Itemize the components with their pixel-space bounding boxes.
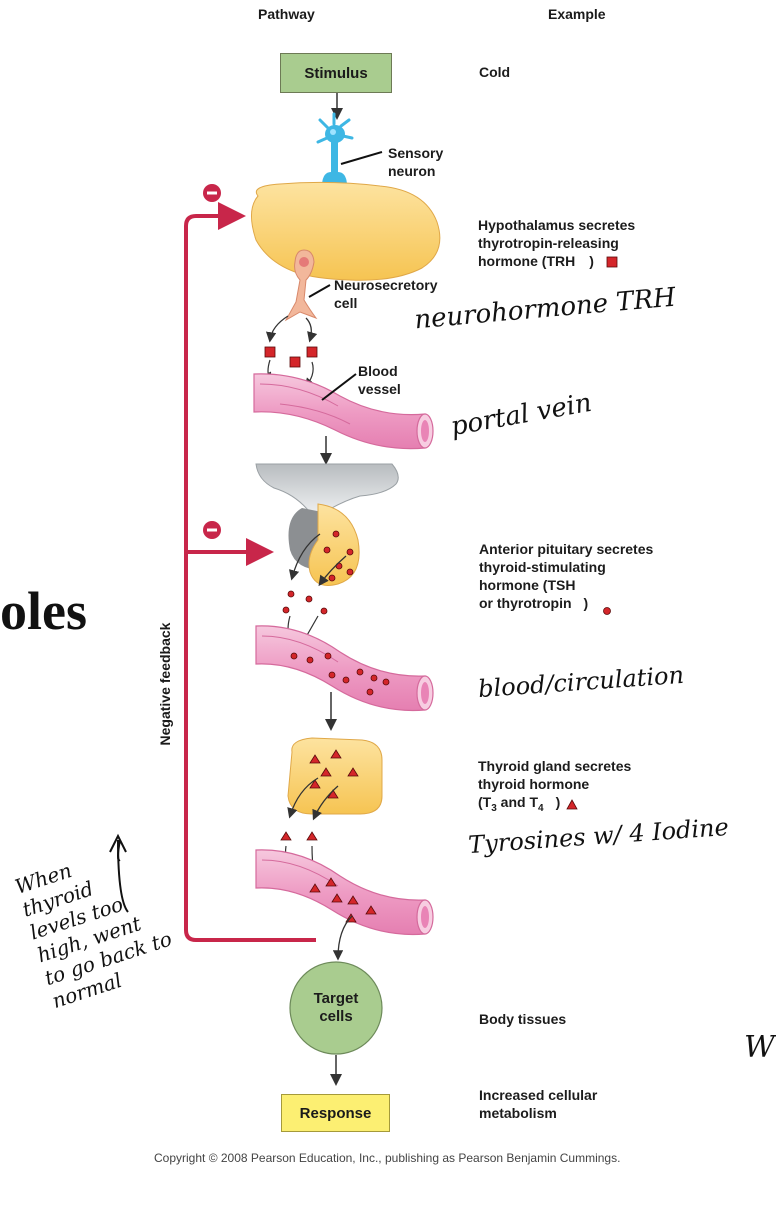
stimulus-box: Stimulus (280, 53, 392, 93)
response-box: Response (281, 1094, 390, 1132)
negative-feedback-path (184, 202, 316, 942)
thyroid-gland (287, 737, 383, 815)
tsh-particles-released (282, 590, 328, 615)
tsh-particles-in-gland (323, 530, 354, 582)
t4-particles-released (280, 831, 318, 841)
arrow-vessel-to-target (332, 915, 353, 961)
example-body-tissues: Body tissues (479, 1011, 567, 1027)
pituitary (255, 463, 399, 586)
minus-sign-middle (203, 521, 221, 539)
background-slide-text: oles (0, 581, 87, 641)
sensory-neuron (316, 112, 354, 184)
blood-vessel-label: Blood vessel (358, 363, 401, 397)
copyright-notice: Copyright © 2008 Pearson Education, Inc.… (154, 1151, 621, 1165)
sensory-neuron-label: Sensory neuron (388, 145, 444, 179)
blood-vessel-3 (255, 849, 434, 936)
example-pituitary: Anterior pituitary secretes thyroid-stim… (479, 541, 654, 611)
hypothalamus (251, 181, 441, 281)
example-response: Increased cellular metabolism (479, 1087, 598, 1121)
minus-sign-top (203, 184, 221, 202)
target-cells-label: Target cells (313, 990, 359, 1025)
stimulus-label: Stimulus (304, 64, 368, 82)
example-cold: Cold (479, 64, 511, 80)
example-thyroid: Thyroid gland secretes thyroid hormone (… (478, 758, 632, 814)
blood-vessel-2 (255, 625, 434, 712)
header-example: Example (548, 6, 606, 22)
neurosecretory-cell (284, 249, 318, 322)
t4-legend-symbol (566, 799, 578, 810)
handwritten-up-arrow (117, 839, 129, 913)
leader-blood-vessel (321, 373, 357, 401)
response-label: Response (299, 1104, 372, 1122)
trh-legend-symbol (606, 256, 618, 268)
target-cells-circle (289, 961, 383, 1055)
example-hypothalamus: Hypothalamus secretes thyrotropin-releas… (478, 217, 636, 269)
header-pathway: Pathway (258, 6, 315, 22)
neurosecretory-label: Neurosecretory cell (334, 277, 438, 311)
blood-vessel-1 (253, 373, 434, 450)
leader-neurosecretory (308, 284, 331, 298)
leader-sensory (340, 151, 383, 165)
tsh-legend-symbol (603, 607, 611, 615)
tsh-particles-in-blood (290, 652, 390, 696)
handwritten-edge-letter: W (744, 1030, 775, 1065)
t4-particles-in-gland (309, 749, 359, 799)
negative-feedback-label: Negative feedback (157, 622, 173, 746)
